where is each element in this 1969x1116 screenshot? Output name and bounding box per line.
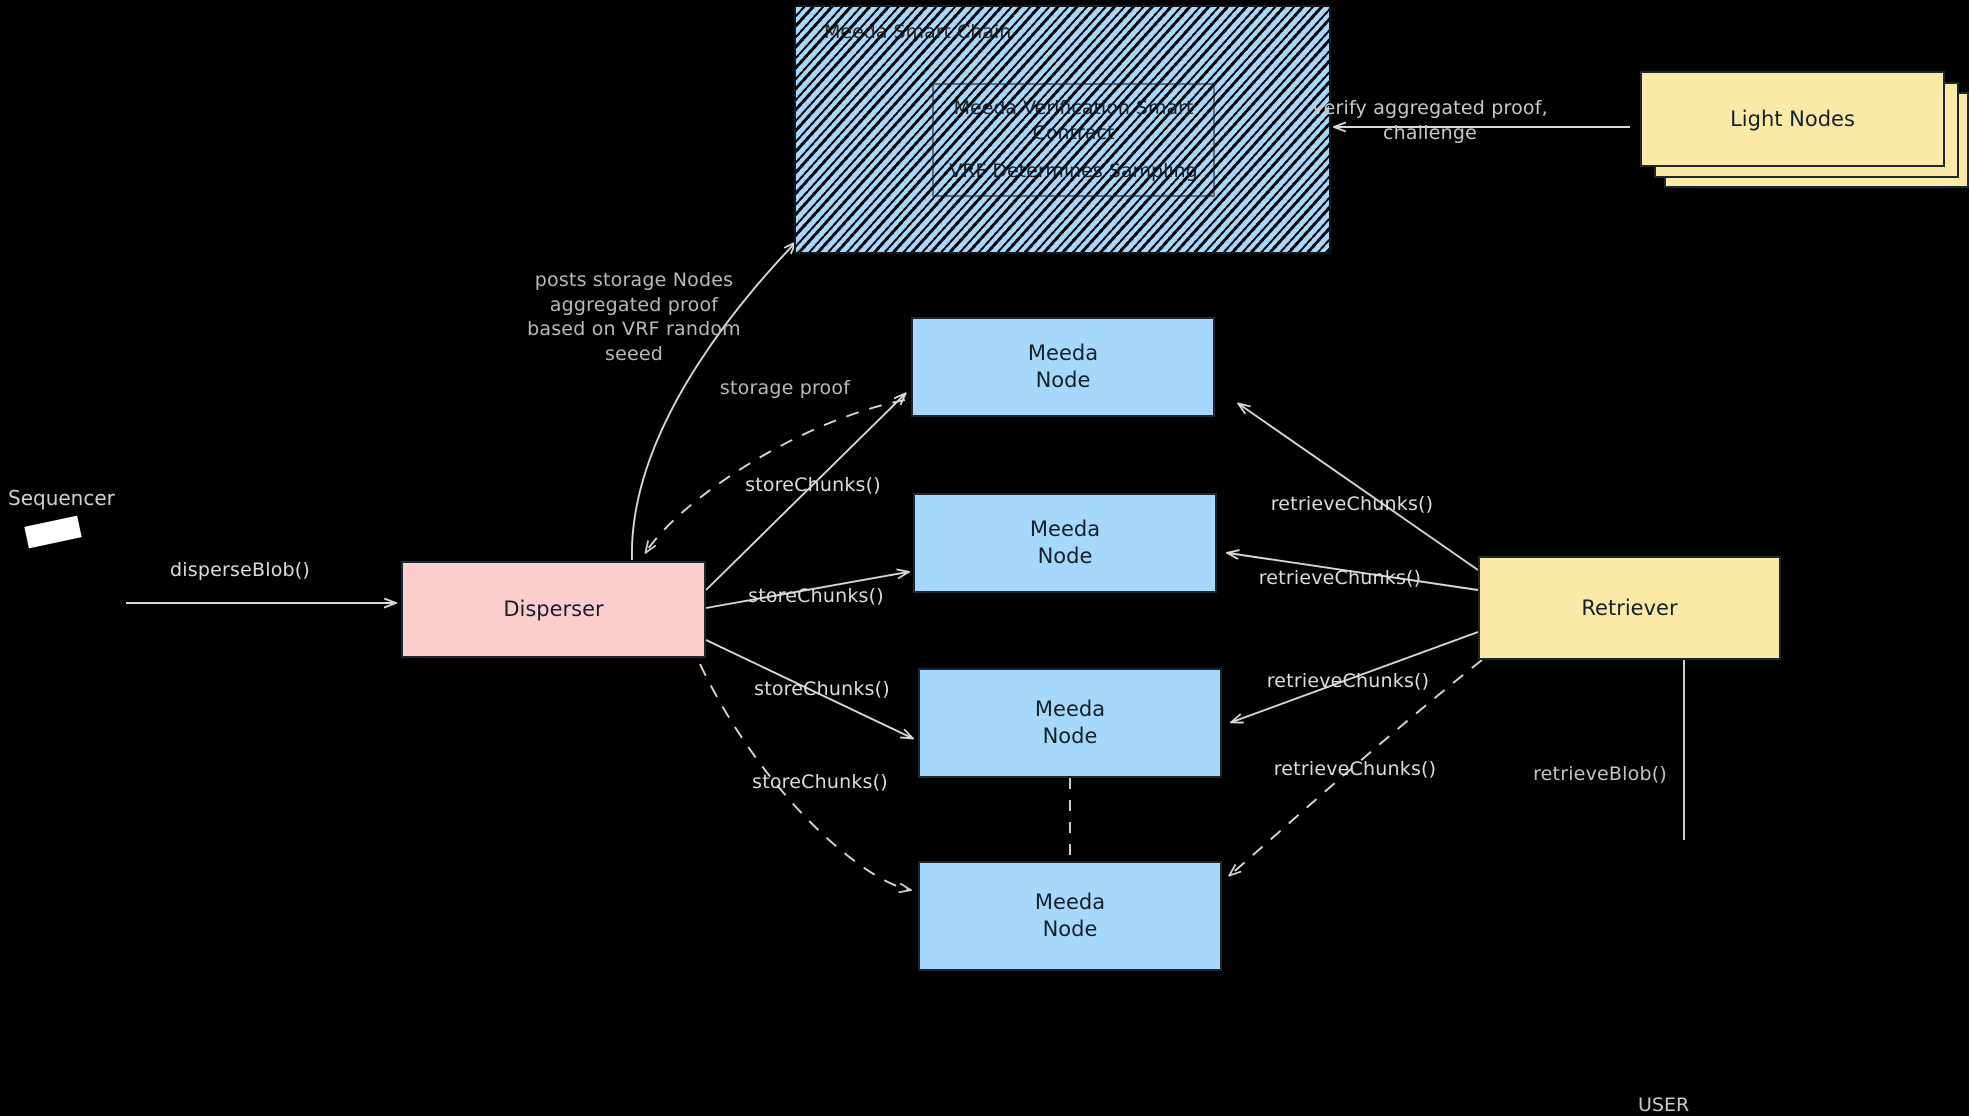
meeda-node-3[interactable]: Meeda Node <box>918 668 1222 778</box>
edge-label-disperse-blob: disperseBlob() <box>170 559 311 581</box>
meeda-node-3-label: Meeda Node <box>1034 697 1106 748</box>
light-nodes-label: Light Nodes <box>1730 106 1855 131</box>
meeda-node-1[interactable]: Meeda Node <box>911 317 1215 417</box>
retriever[interactable]: Retriever <box>1478 556 1781 660</box>
meeda-node-4-label: Meeda Node <box>1034 890 1106 941</box>
meeda-node-4[interactable]: Meeda Node <box>918 861 1222 971</box>
meeda-node-1-label: Meeda Node <box>1027 341 1099 392</box>
sequencer-label: Sequencer <box>8 462 115 510</box>
sequencer-text: Sequencer <box>8 486 115 510</box>
light-nodes[interactable]: Light Nodes <box>1640 71 1945 167</box>
edge-label-retrieve-chunks-2: retrieveChunks() <box>1258 567 1422 589</box>
edge-retrieve-chunks-1 <box>1239 404 1479 571</box>
meeda-node-2[interactable]: Meeda Node <box>913 493 1217 593</box>
disperser-label: Disperser <box>503 597 604 622</box>
edge-label-store-chunks-3: storeChunks() <box>754 678 890 700</box>
user-label: USER <box>1638 1072 1689 1116</box>
contract-name: Meeda Verification Smart Contract <box>953 96 1194 144</box>
edge-label-store-chunks-4: storeChunks() <box>752 771 888 793</box>
edge-label-verify-proof: verify aggregated proof, challenge <box>1312 97 1548 144</box>
user-text: USER <box>1638 1094 1690 1116</box>
edge-label-retrieve-chunks-3: retrieveChunks() <box>1266 670 1430 692</box>
retriever-label: Retriever <box>1581 595 1678 620</box>
edge-label-storage-proof: storage proof <box>719 377 851 399</box>
hatch-pattern <box>796 7 1329 252</box>
meeda-verification-smart-contract[interactable]: Meeda Verification Smart Contract VRF De… <box>932 83 1215 197</box>
sequencer-marker-icon <box>24 515 82 549</box>
meeda-smart-chain[interactable]: Meeda Smart Chain Meeda Verification Sma… <box>794 5 1331 254</box>
edge-label-retrieve-chunks-1: retrieveChunks() <box>1270 493 1434 515</box>
disperser[interactable]: Disperser <box>401 561 706 658</box>
edge-label-retrieve-chunks-4: retrieveChunks() <box>1273 758 1437 780</box>
meeda-node-2-label: Meeda Node <box>1029 517 1101 568</box>
edge-label-posts-proof: posts storage Nodes aggregated proof bas… <box>527 269 741 366</box>
edge-label-store-chunks-2: storeChunks() <box>748 585 884 607</box>
edge-label-store-chunks-1: storeChunks() <box>745 474 881 496</box>
vrf-sampling-note: VRF Determines Sampling <box>949 160 1198 183</box>
edge-label-retrieve-blob: retrieveBlob() <box>1533 763 1667 785</box>
meeda-smart-chain-title: Meeda Smart Chain <box>824 21 1012 43</box>
